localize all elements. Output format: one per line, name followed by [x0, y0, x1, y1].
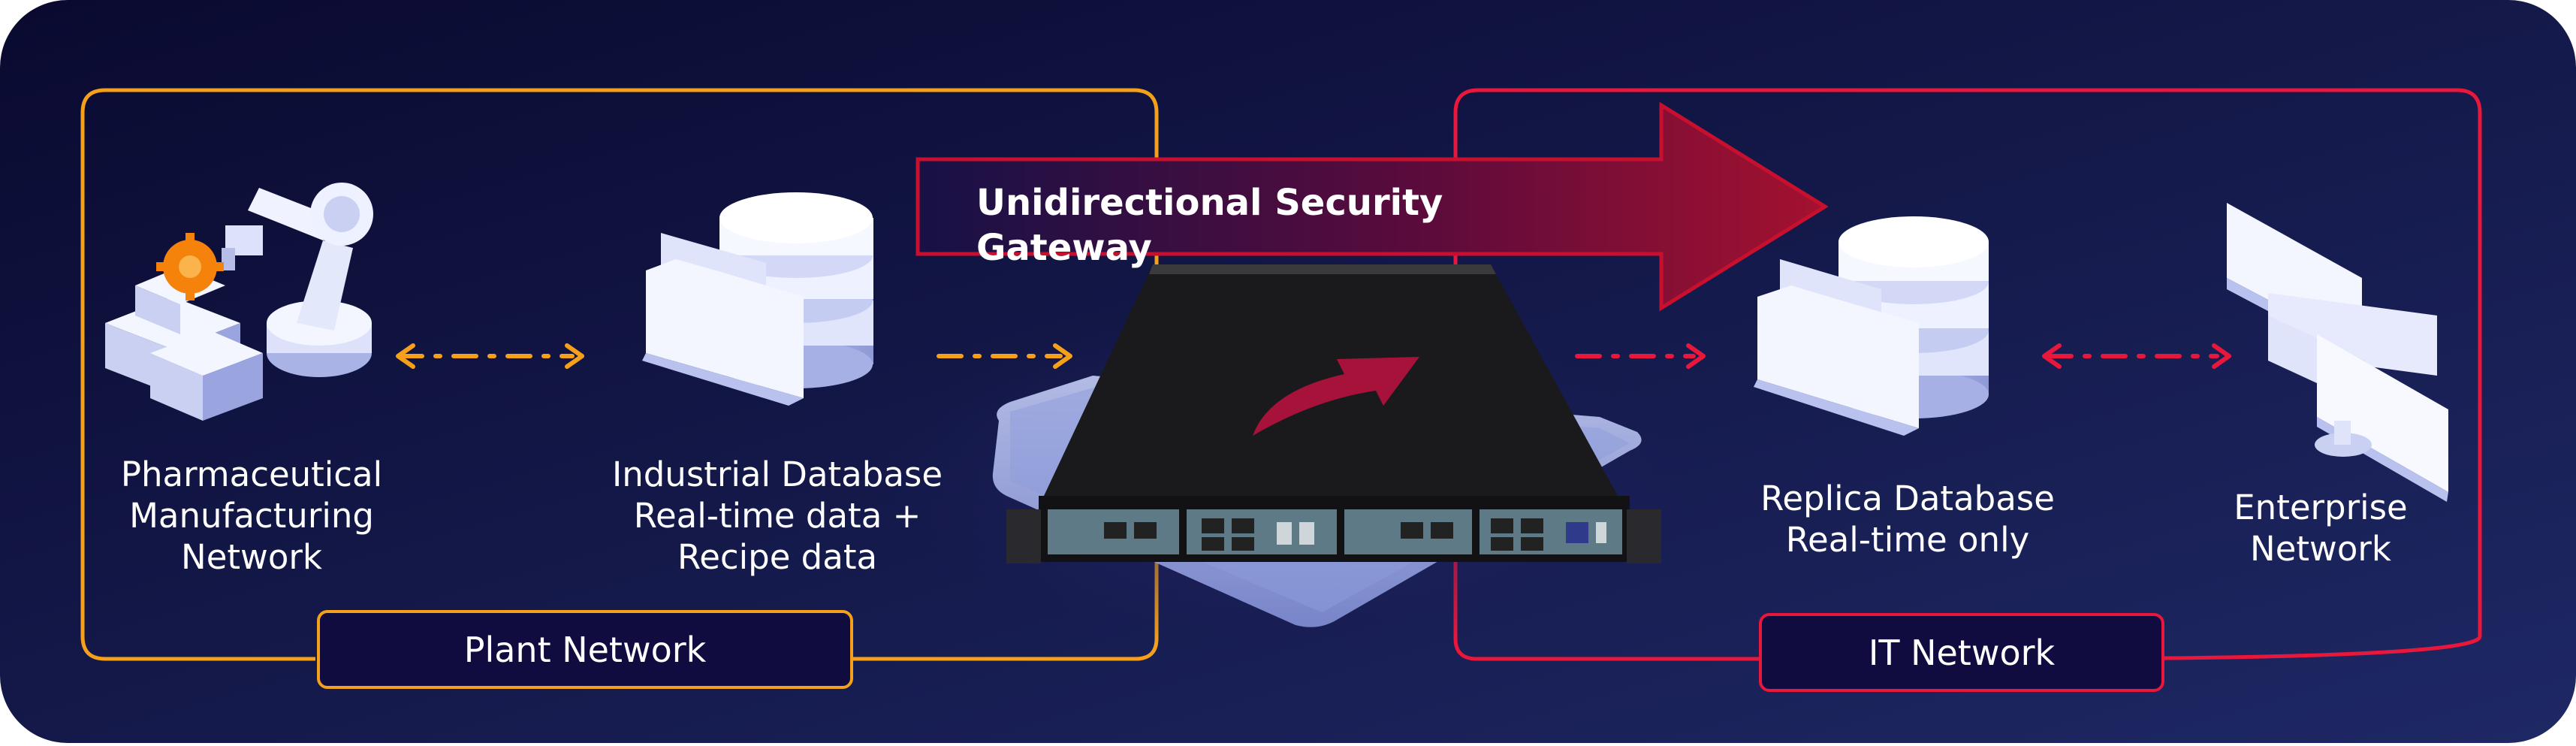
gateway-arrow — [915, 101, 1829, 312]
industrial-database-line-3: Recipe data — [677, 537, 878, 577]
industrial-database-line-2: Real-time data + — [633, 496, 922, 536]
manufacturing-line-2: Manufacturing — [129, 496, 374, 536]
robot-arm-icon — [105, 183, 373, 421]
enterprise-line-2: Network — [2250, 529, 2391, 569]
it-bidirectional-connector — [2042, 343, 2231, 369]
plant-network-tag: Plant Network — [317, 610, 853, 689]
replica-database-line-1: Replica Database — [1760, 479, 2055, 518]
plant-network-boundary — [80, 88, 1159, 661]
industrial-database-line-1: Industrial Database — [611, 455, 943, 494]
gateway-title: Unidirectional Security Gateway — [976, 182, 1443, 269]
plant-bidirectional-connector — [396, 343, 584, 369]
manufacturing-network-label: Pharmaceutical Manufacturing Network — [60, 454, 443, 578]
plant-to-gateway-connector — [937, 343, 1072, 369]
gateway-to-it-connector — [1575, 343, 1706, 369]
enterprise-line-1: Enterprise — [2234, 488, 2408, 527]
industrial-database-label: Industrial Database Real-time data + Rec… — [575, 454, 980, 578]
enterprise-monitors-icon — [2227, 203, 2448, 502]
industrial-database-icon — [642, 192, 873, 406]
replica-database-line-2: Real-time only — [1785, 520, 2030, 560]
replica-database-icon — [1754, 216, 1989, 436]
manufacturing-line-3: Network — [181, 537, 322, 577]
appliance-logo-arrow — [1253, 357, 1419, 436]
replica-database-label: Replica Database Real-time only — [1712, 478, 2103, 560]
appliance-ports — [1048, 509, 1622, 554]
enterprise-network-label: Enterprise Network — [2178, 487, 2463, 569]
manufacturing-line-1: Pharmaceutical — [120, 455, 383, 494]
it-network-tag: IT Network — [1759, 613, 2164, 692]
